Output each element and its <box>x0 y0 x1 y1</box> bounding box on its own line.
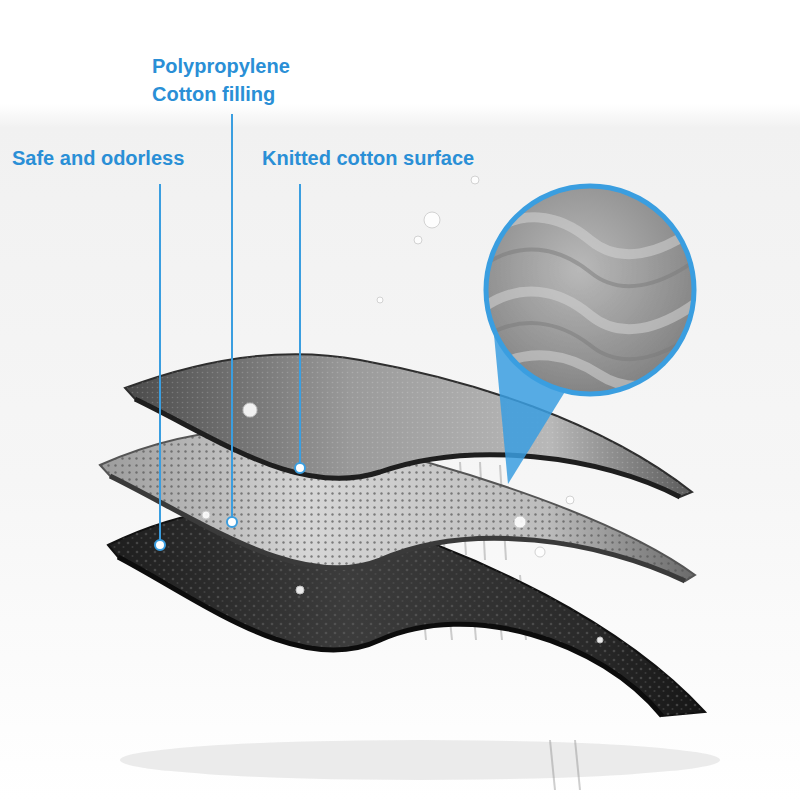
callout-label: Polypropylene Cotton filling <box>152 52 322 108</box>
callout-label: Knitted cotton surface <box>262 144 542 172</box>
callout-label: Safe and odorless <box>12 144 252 172</box>
